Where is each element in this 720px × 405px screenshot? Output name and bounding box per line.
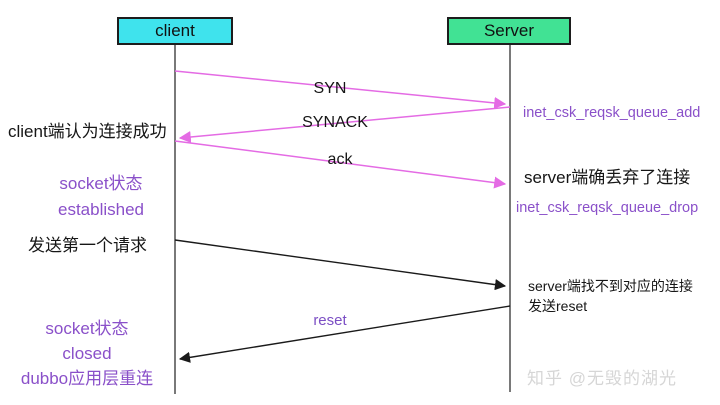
actor-client-box: client (117, 17, 233, 45)
note-server-connection-not-found-line2: 发送reset (528, 298, 588, 314)
actor-client-label: client (155, 21, 195, 40)
message-label-ack: ack (327, 151, 353, 168)
message-label-reset: reset (313, 312, 347, 329)
arrow-first-request (174, 239, 507, 291)
zhihu-watermark: 知乎 @无毁的湖光 (527, 369, 677, 388)
note-inet-csk-reqsk-queue-add: inet_csk_reqsk_queue_add (523, 105, 701, 121)
arrow-reset (178, 305, 511, 363)
note-server-connection-not-found: server端找不到对应的连接 发送reset (528, 276, 713, 316)
arrow-syn (174, 70, 507, 109)
arrow-ack (174, 140, 507, 189)
note-socket-closed: socket状态 closed dubbo应用层重连 (2, 316, 172, 391)
message-label-syn: SYN (313, 80, 347, 97)
note-server-connection-not-found-line1: server端找不到对应的连接 (528, 278, 693, 294)
note-client-connect-success: client端认为连接成功 (8, 122, 167, 141)
note-send-first-request: 发送第一个请求 (28, 236, 147, 255)
note-socket-closed-line3: dubbo应用层重连 (20, 369, 154, 388)
note-socket-established: socket状态 established (25, 171, 177, 223)
note-socket-closed-line1: socket状态 (45, 319, 129, 338)
message-label-synack: SYNACK (302, 114, 368, 131)
note-socket-established-line2: established (57, 200, 144, 219)
actor-server-box: Server (447, 17, 571, 45)
note-socket-closed-line2: closed (62, 344, 112, 363)
note-inet-csk-reqsk-queue-drop: inet_csk_reqsk_queue_drop (516, 200, 699, 216)
arrow-synack (178, 106, 511, 143)
note-socket-established-line1: socket状态 (59, 174, 143, 193)
note-server-dropped-connection: server端确丢弃了连接 (524, 168, 691, 187)
actor-server-label: Server (483, 21, 535, 40)
